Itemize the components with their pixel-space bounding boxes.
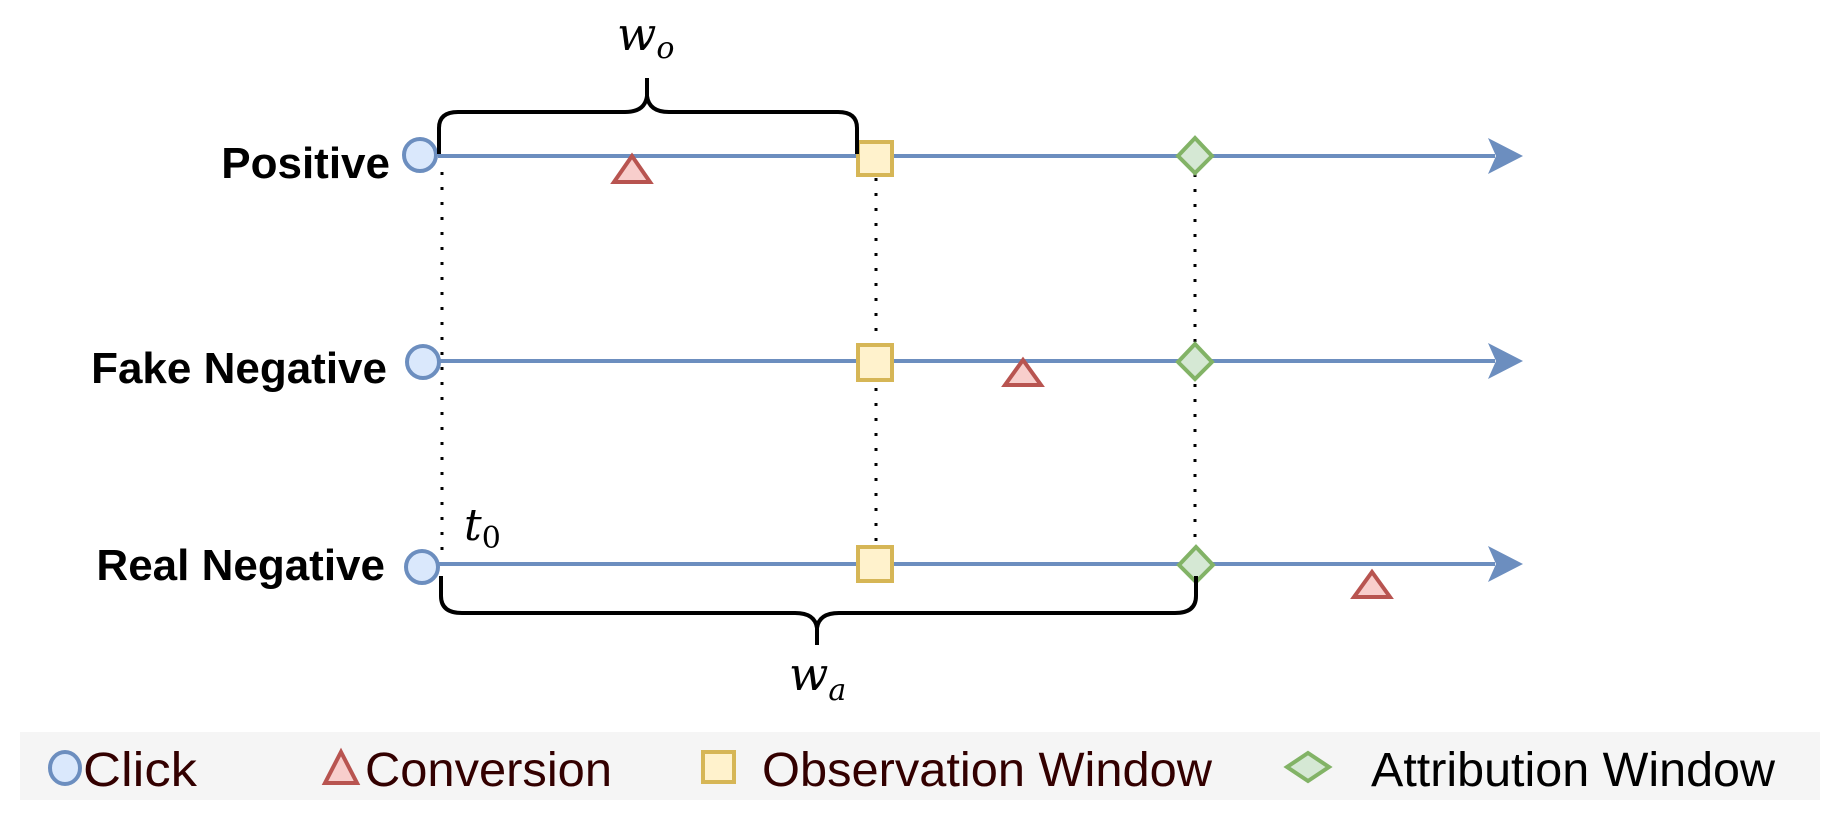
- attribution-window-brace: wa: [439, 576, 1198, 708]
- row-positive: Positive: [221, 135, 1523, 188]
- triangle-icon: [321, 747, 361, 785]
- row-fake-negative: Fake Negative: [91, 341, 1523, 393]
- observation-window-marker: [856, 343, 894, 382]
- curly-brace: [439, 576, 1198, 645]
- row-label-real-negative: Real Negative: [96, 541, 385, 590]
- attribution-window-marker: [1175, 341, 1215, 382]
- legend: Click Conversion Observation Window Attr…: [20, 732, 1820, 800]
- legend-item-conversion: Conversion: [321, 744, 612, 797]
- conversion-marker: [1350, 568, 1394, 599]
- circle-icon: [48, 750, 82, 786]
- observation-window-marker: [856, 140, 894, 177]
- legend-label-conversion: Conversion: [365, 744, 612, 797]
- row-real-negative: Real Negative: [96, 541, 1523, 599]
- start-time-label: t0: [464, 500, 501, 556]
- legend-item-attribution-window: Attribution Window: [1283, 744, 1775, 797]
- arrowhead-icon: [1488, 546, 1523, 582]
- legend-item-observation-window: Observation Window: [701, 744, 1212, 797]
- row-label-fake-negative: Fake Negative: [91, 344, 387, 393]
- square-icon: [701, 750, 736, 784]
- attribution-window-label: wa: [789, 647, 846, 708]
- observation-window-brace: wo: [437, 7, 859, 154]
- diamond-icon: [1283, 750, 1333, 784]
- conversion-marker: [610, 152, 654, 184]
- arrowhead-icon: [1488, 343, 1523, 379]
- attribution-window-marker: [1175, 135, 1215, 176]
- click-marker: [405, 344, 441, 380]
- legend-item-click: Click: [48, 744, 198, 797]
- curly-brace: [437, 78, 859, 154]
- click-marker: [402, 137, 438, 173]
- click-marker: [404, 549, 440, 585]
- legend-label-attribution-window: Attribution Window: [1371, 744, 1775, 797]
- row-label-positive: Positive: [221, 139, 390, 188]
- observation-window-marker: [856, 545, 894, 583]
- conversion-marker: [1001, 356, 1045, 387]
- arrowhead-icon: [1488, 138, 1523, 174]
- legend-label-observation-window: Observation Window: [762, 744, 1212, 797]
- legend-label-click: Click: [83, 744, 198, 797]
- legend-background: [20, 732, 1820, 800]
- observation-window-label: wo: [617, 7, 674, 66]
